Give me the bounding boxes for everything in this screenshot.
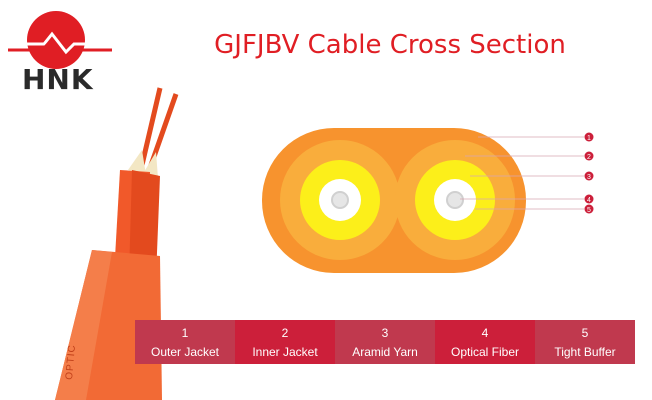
hnk-logo: [8, 11, 112, 69]
legend-label: Outer Jacket: [150, 344, 220, 359]
page-title: GJFJBV Cable Cross Section: [214, 30, 566, 60]
callout-label-2: 2: [587, 154, 591, 161]
optical-fiber-left: [331, 191, 349, 209]
aramid-yarn-1: [128, 150, 146, 175]
cable-print-text: OPTIC: [64, 344, 78, 380]
optical-fiber-right: [446, 191, 464, 209]
fiber-strand-1: [139, 87, 163, 166]
callout-label-4: 4: [587, 197, 591, 204]
legend-number: 1: [181, 325, 189, 340]
logo-wave-white: [8, 31, 112, 55]
legend-label: Inner Jacket: [252, 344, 318, 359]
callout-marker-1: [584, 132, 594, 142]
legend-table: 1 Outer Jacket 2 Inner Jacket 3 Aramid Y…: [135, 320, 635, 364]
callout-label-3: 3: [587, 174, 591, 181]
callout-label-1: 1: [587, 135, 591, 142]
logo-wave-red: [8, 37, 112, 61]
callout-marker-2: [584, 151, 594, 161]
legend-number: 3: [381, 325, 389, 340]
legend-cell-aramid-yarn: 3 Aramid Yarn: [335, 320, 435, 364]
legend-label: Aramid Yarn: [352, 344, 418, 359]
cross-section-diagram: 1 2 3 4 5: [262, 128, 594, 273]
legend-label: Tight Buffer: [554, 344, 616, 359]
legend-cell-outer-jacket: 1 Outer Jacket: [135, 320, 235, 364]
aramid-yarn-2: [144, 152, 158, 178]
legend-number: 5: [581, 325, 589, 340]
legend-number: 4: [481, 325, 489, 340]
brand-name: HNK: [22, 63, 94, 96]
legend-label: Optical Fiber: [450, 344, 520, 359]
callout-label-5: 5: [587, 207, 591, 214]
callout-marker-3: [584, 171, 594, 181]
legend-cell-tight-buffer: 5 Tight Buffer: [535, 320, 635, 364]
legend-cell-optical-fiber: 4 Optical Fiber: [435, 320, 535, 364]
outer-jacket-highlight: [55, 250, 112, 400]
callout-marker-5: [584, 204, 594, 214]
callout-marker-4: [584, 194, 594, 204]
legend-cell-inner-jacket: 2 Inner Jacket: [235, 320, 335, 364]
legend-number: 2: [281, 325, 289, 340]
